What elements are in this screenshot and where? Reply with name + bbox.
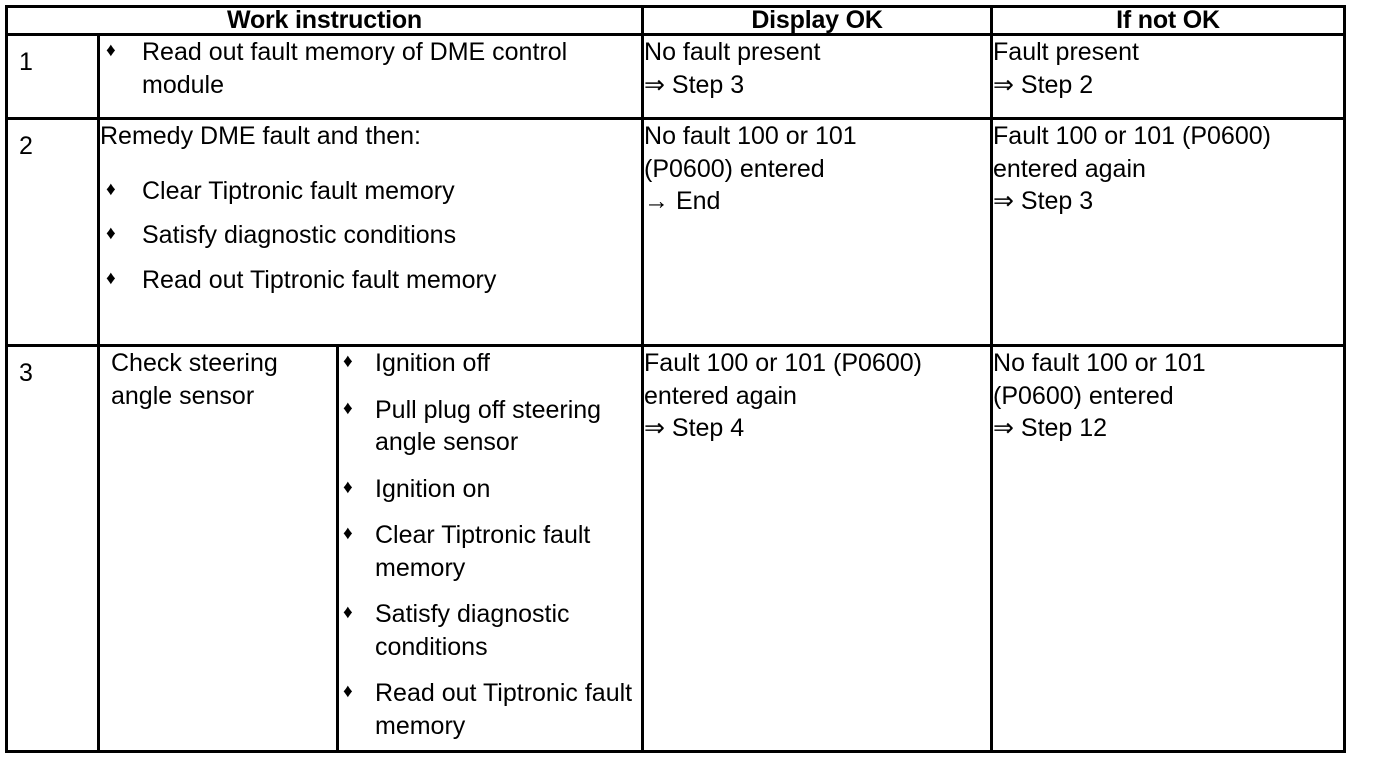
list-item: ♦ Read out Tiptronic fault memory xyxy=(100,264,641,297)
list-item-label: Read out Tiptronic fault memory xyxy=(375,679,633,740)
header-display-ok: Display OK xyxy=(641,5,994,36)
result-next-step: ⇒ Step 4 xyxy=(644,414,745,442)
result-next-step: → End xyxy=(644,187,721,215)
list-item-label: Read out fault memory of DME control mod… xyxy=(142,38,568,99)
result-next-step: ⇒ Step 12 xyxy=(993,414,1108,442)
list-item: ♦ Ignition on xyxy=(339,473,641,506)
work-instruction-table: Work instruction Display OK If not OK 1 … xyxy=(4,5,1347,753)
row-instruction-cell: Remedy DME fault and then: ♦ Clear Tiptr… xyxy=(96,117,645,347)
list-item-label: Satisfy diagnostic conditions xyxy=(375,600,570,661)
diamond-bullet-icon: ♦ xyxy=(343,681,353,702)
row-number: 1 xyxy=(5,33,100,120)
instruction-bullet-list: ♦ Ignition off ♦ Pull plug off steering … xyxy=(339,347,641,742)
row-display-ok-cell: Fault 100 or 101 (P0600) entered again ⇒… xyxy=(641,344,994,753)
diamond-bullet-icon: ♦ xyxy=(343,523,353,544)
list-item-label: Satisfy diagnostic conditions xyxy=(142,221,457,249)
table-row: 1 ♦ Read out fault memory of DME control… xyxy=(5,33,1347,120)
result-next-step: ⇒ Step 3 xyxy=(993,187,1094,215)
row-if-not-ok-cell: Fault present ⇒ Step 2 xyxy=(990,33,1347,120)
list-item-label: Clear Tiptronic fault memory xyxy=(142,176,455,205)
table-row: 3 Check steering angle sensor ♦ Ignition… xyxy=(5,344,1347,753)
list-item-label: Pull plug off steering angle sensor xyxy=(375,395,602,457)
header-work-instruction: Work instruction xyxy=(4,5,645,36)
diamond-bullet-icon: ♦ xyxy=(343,351,353,372)
result-next-step: ⇒ Step 2 xyxy=(993,70,1094,99)
result-line: No fault 100 or 101 xyxy=(993,349,1206,377)
diamond-bullet-icon: ♦ xyxy=(106,267,116,289)
instruction-lead-text: Remedy DME fault and then: xyxy=(100,122,421,150)
diamond-bullet-icon: ♦ xyxy=(343,476,353,498)
row-number: 3 xyxy=(5,344,100,753)
row-instruction-cell: ♦ Read out fault memory of DME control m… xyxy=(96,33,645,120)
result-line: (P0600) entered xyxy=(993,381,1174,410)
result-line: Fault 100 or 101 (P0600) xyxy=(644,349,922,377)
diamond-bullet-icon: ♦ xyxy=(106,223,116,244)
table-row: 2 Remedy DME fault and then: ♦ Clear Tip… xyxy=(5,117,1347,347)
header-if-not-ok: If not OK xyxy=(990,5,1347,36)
list-item: ♦ Satisfy diagnostic conditions xyxy=(100,219,641,252)
instruction-title: Check steering angle sensor xyxy=(111,349,278,410)
row-number: 2 xyxy=(5,117,100,347)
result-line: (P0600) entered xyxy=(644,154,825,183)
row-if-not-ok-cell: Fault 100 or 101 (P0600) entered again ⇒… xyxy=(990,117,1347,347)
result-line: Fault present xyxy=(993,38,1139,66)
list-item-label: Ignition on xyxy=(375,474,491,503)
row-if-not-ok-cell: No fault 100 or 101 (P0600) entered ⇒ St… xyxy=(990,344,1347,753)
list-item: ♦ Ignition off xyxy=(339,347,641,380)
result-line: entered again xyxy=(644,381,797,410)
list-item: ♦ Clear Tiptronic fault memory xyxy=(339,519,641,584)
result-line: Fault 100 or 101 (P0600) xyxy=(993,122,1271,150)
diamond-bullet-icon: ♦ xyxy=(343,602,353,623)
instruction-bullet-list: ♦ Read out fault memory of DME control m… xyxy=(100,36,641,101)
list-item-label: Clear Tiptronic fault memory xyxy=(375,521,591,582)
list-item: ♦ Satisfy diagnostic conditions xyxy=(339,598,641,663)
list-item-label: Read out Tiptronic fault memory xyxy=(142,265,497,294)
result-line: entered again xyxy=(993,154,1146,183)
row-sub-instruction-cell: ♦ Ignition off ♦ Pull plug off steering … xyxy=(335,344,645,753)
list-item-label: Ignition off xyxy=(375,349,490,377)
row-display-ok-cell: No fault 100 or 101 (P0600) entered → En… xyxy=(641,117,994,347)
table-header-row: Work instruction Display OK If not OK xyxy=(4,5,1347,36)
row-instruction-title-cell: Check steering angle sensor xyxy=(97,344,339,753)
diamond-bullet-icon: ♦ xyxy=(106,40,116,61)
list-item: ♦ Clear Tiptronic fault memory xyxy=(100,175,641,208)
list-item: ♦ Read out Tiptronic fault memory xyxy=(339,677,641,742)
list-item: ♦ Pull plug off steering angle sensor xyxy=(339,394,641,459)
result-next-step: ⇒ Step 3 xyxy=(644,70,745,99)
diamond-bullet-icon: ♦ xyxy=(343,397,353,419)
diamond-bullet-icon: ♦ xyxy=(106,178,116,200)
instruction-bullet-list: ♦ Clear Tiptronic fault memory ♦ Satisfy… xyxy=(100,175,641,297)
result-line: No fault present xyxy=(644,38,821,66)
result-line: No fault 100 or 101 xyxy=(644,122,857,150)
list-item: ♦ Read out fault memory of DME control m… xyxy=(100,36,641,101)
row-display-ok-cell: No fault present ⇒ Step 3 xyxy=(641,33,994,120)
